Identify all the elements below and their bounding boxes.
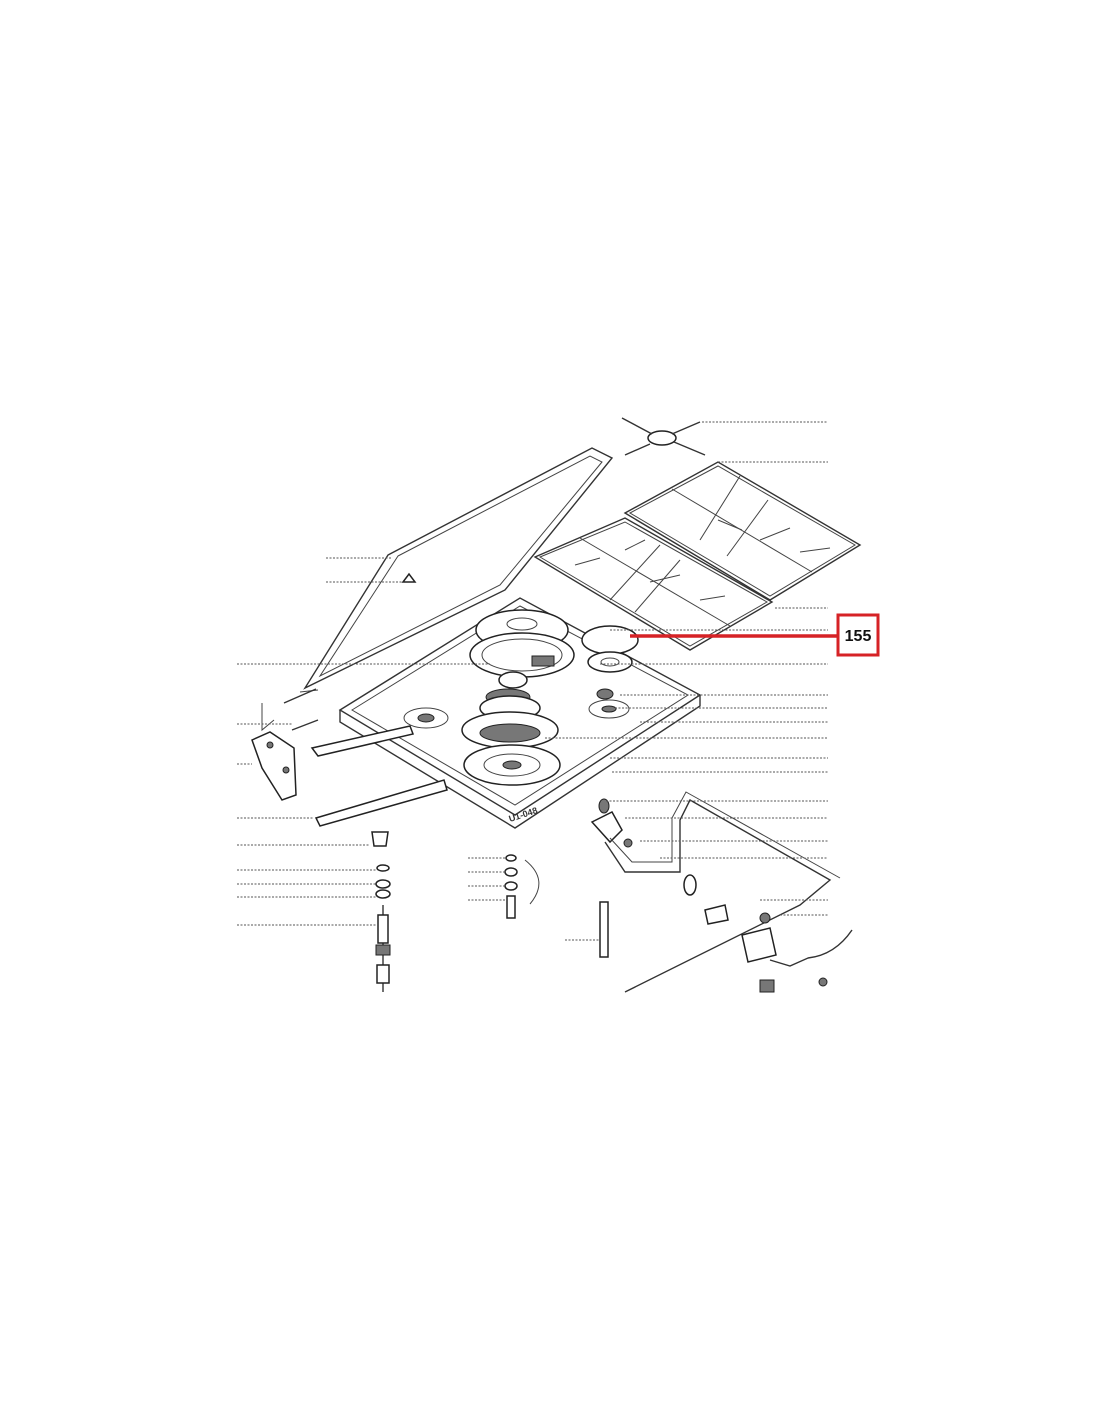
pan-grid-rear	[623, 461, 862, 601]
pan-grid-front	[533, 517, 774, 651]
centre-burner-stack	[461, 671, 559, 749]
drawing-code: U1-048	[508, 805, 539, 824]
small-burner-cap	[581, 625, 639, 700]
gas-tap-stack	[375, 864, 391, 992]
hinge-assembly	[251, 688, 319, 801]
leader-lines-right	[545, 421, 828, 916]
leader-lines-left	[237, 557, 600, 941]
gas-pipe-assembly	[590, 791, 841, 993]
callout-155: 155	[630, 613, 880, 657]
large-burner	[469, 609, 575, 678]
tray-burner-wells	[403, 699, 630, 786]
hob-lid	[299, 447, 614, 693]
injector-parts	[504, 854, 609, 958]
ignition-assembly	[741, 912, 853, 993]
support-brackets	[310, 725, 448, 847]
callout-label: 155	[845, 628, 872, 645]
callout-box	[836, 613, 880, 657]
pan-support-star	[621, 417, 706, 456]
